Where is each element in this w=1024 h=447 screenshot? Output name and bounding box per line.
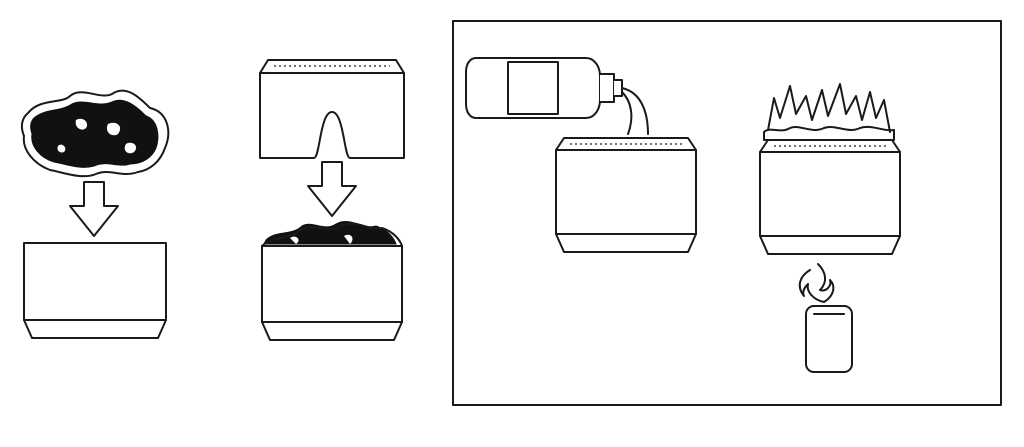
flame-icon xyxy=(763,83,895,141)
step-3-frame xyxy=(452,20,1002,406)
down-arrow-icon xyxy=(69,181,119,237)
bottle-icon xyxy=(465,57,649,135)
charcoal-icon xyxy=(20,89,170,178)
down-arrow-icon xyxy=(307,161,357,217)
container-icon xyxy=(555,137,697,253)
lid-icon xyxy=(259,59,405,159)
step-2-cover-with-lid xyxy=(259,59,405,341)
mouse-icon xyxy=(805,305,853,373)
container-icon xyxy=(759,139,901,255)
container-icon xyxy=(261,222,403,341)
charcoal-icon xyxy=(263,221,397,245)
flame-icon xyxy=(798,263,835,303)
step-1-place-charcoal xyxy=(20,89,170,339)
step-3-ignite-boxed xyxy=(452,20,1002,406)
container-icon xyxy=(23,242,167,339)
